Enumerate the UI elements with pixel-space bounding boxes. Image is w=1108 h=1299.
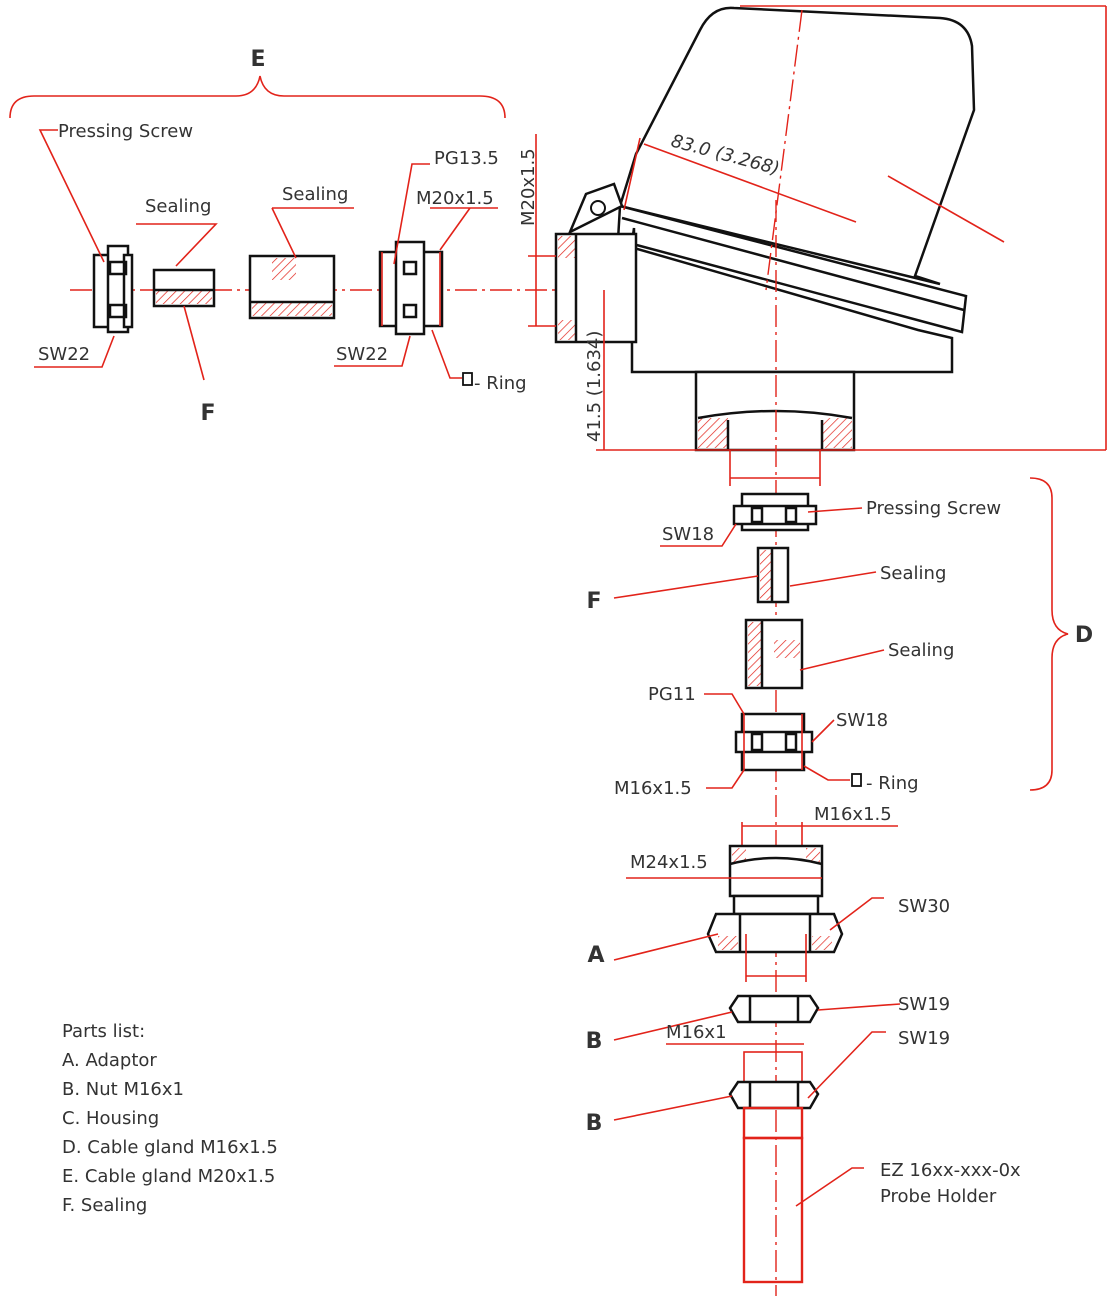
parts-list: Parts list: A. Adaptor B. Nut M16x1 C. H… <box>62 1017 278 1220</box>
label-probe-line1: EZ 16xx-xxx-0x <box>880 1160 1021 1181</box>
pressing-screw-e <box>92 244 134 334</box>
label-pg-e: PG13.5 <box>434 148 499 169</box>
label-ring-d: - Ring <box>866 773 919 794</box>
label-nut-sw-1: SW19 <box>898 994 950 1015</box>
label-adaptor-sw: SW30 <box>898 896 950 917</box>
label-a: A <box>587 943 604 968</box>
sealing-e-2 <box>248 254 336 320</box>
parts-list-item: D. Cable gland M16x1.5 <box>62 1137 278 1158</box>
label-ring-e: - Ring <box>474 373 527 394</box>
nut-2: M16x1 SW19 B <box>586 1022 951 1136</box>
label-sealing-e-1: Sealing <box>145 196 211 217</box>
brace-d <box>1029 477 1069 791</box>
housing: 83.0 (3.268) M20x1.5 41.5 (1.634) <box>518 5 1107 1296</box>
label-thread-e: M20x1.5 <box>416 188 494 209</box>
label-pressing-screw-e: Pressing Screw <box>58 121 193 142</box>
parts-list-title: Parts list: <box>62 1021 146 1042</box>
label-b-1: B <box>586 1029 603 1054</box>
label-sealing-e-2: Sealing <box>282 184 348 205</box>
gland-body-e <box>378 240 444 336</box>
pressing-screw-d <box>732 492 818 532</box>
group-label-e: E <box>250 47 265 72</box>
parts-list-item: B. Nut M16x1 <box>62 1079 184 1100</box>
parts-list-item: A. Adaptor <box>62 1050 157 1071</box>
label-pressing-screw-d: Pressing Screw <box>866 498 1001 519</box>
housing-lid <box>618 6 976 286</box>
parts-list-item: E. Cable gland M20x1.5 <box>62 1166 276 1187</box>
probe-holder: EZ 16xx-xxx-0x Probe Holder <box>742 1106 1021 1284</box>
hinge-bracket <box>567 182 624 235</box>
label-sealing-d-2: Sealing <box>888 640 954 661</box>
dim-housing-thread: M20x1.5 <box>518 148 539 226</box>
gland-body-d <box>734 712 814 772</box>
cable-gland-d: D Pressing Screw SW18 Sealing F <box>586 477 1093 799</box>
label-sw-e-right: SW22 <box>336 344 388 365</box>
sealing-d-1 <box>756 546 790 604</box>
label-pg-d: PG11 <box>648 684 696 705</box>
label-probe-line2: Probe Holder <box>880 1186 997 1207</box>
label-sw-d-right: SW18 <box>836 710 888 731</box>
parts-list-item: F. Sealing <box>62 1195 148 1216</box>
label-nut-thread: M16x1 <box>666 1022 727 1043</box>
label-adaptor-thread-main: M24x1.5 <box>630 852 708 873</box>
label-sw-e-left: SW22 <box>38 344 90 365</box>
adaptor: M16x1.5 M24x1.5 SW30 A <box>587 804 950 982</box>
label-sw-d-top: SW18 <box>662 524 714 545</box>
group-label-d: D <box>1075 623 1093 648</box>
nut-1: SW19 B <box>586 994 951 1054</box>
label-f-d: F <box>586 589 601 614</box>
label-sealing-d-1: Sealing <box>880 563 946 584</box>
cable-gland-e: E <box>9 47 630 426</box>
housing-lid-band <box>616 204 968 334</box>
sealing-e-1 <box>152 268 216 308</box>
dim-housing-height: 41.5 (1.634) <box>584 331 605 442</box>
label-thread-d: M16x1.5 <box>614 778 692 799</box>
label-nut-sw-2: SW19 <box>898 1028 950 1049</box>
label-b-2: B <box>586 1111 603 1136</box>
brace-e <box>9 75 506 119</box>
label-f-e: F <box>200 401 215 426</box>
parts-list-item: C. Housing <box>62 1108 160 1129</box>
label-adaptor-thread-top: M16x1.5 <box>814 804 892 825</box>
sealing-d-2 <box>744 618 804 690</box>
